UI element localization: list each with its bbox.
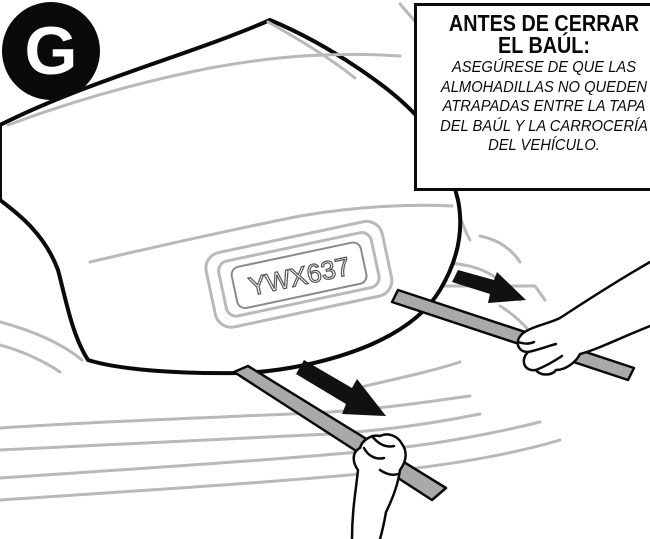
- right-hand: [516, 260, 650, 376]
- notice-title: ANTES DE CERRAR EL BAÚL:: [435, 10, 650, 58]
- notice-body-line: ALMOHADILLAS NO QUEDEN: [440, 78, 648, 96]
- step-letter: G: [24, 13, 78, 89]
- arrow-left-icon: [296, 360, 386, 416]
- notice-title-line: ANTES DE CERRAR: [448, 10, 640, 36]
- trunk-lid-creases: [6, 20, 454, 264]
- arrow-right-icon: [452, 270, 526, 303]
- notice-title-line: EL BAÚL:: [498, 32, 590, 58]
- step-badge: G: [2, 2, 100, 100]
- notice-body-line: DEL BAÚL Y LA CARROCERÍA: [440, 117, 648, 135]
- notice-body: ASEGÚRESE DE QUE LAS ALMOHADILLAS NO QUE…: [427, 58, 650, 156]
- warning-notice: ANTES DE CERRAR EL BAÚL: ASEGÚRESE DE QU…: [414, 3, 650, 191]
- left-hand: [350, 433, 407, 539]
- notice-body-line: ATRAPADAS ENTRE LA TAPA: [442, 98, 646, 115]
- notice-body-line: ASEGÚRESE DE QUE LAS: [451, 59, 637, 76]
- notice-body-line: DEL VEHÍCULO.: [488, 137, 600, 154]
